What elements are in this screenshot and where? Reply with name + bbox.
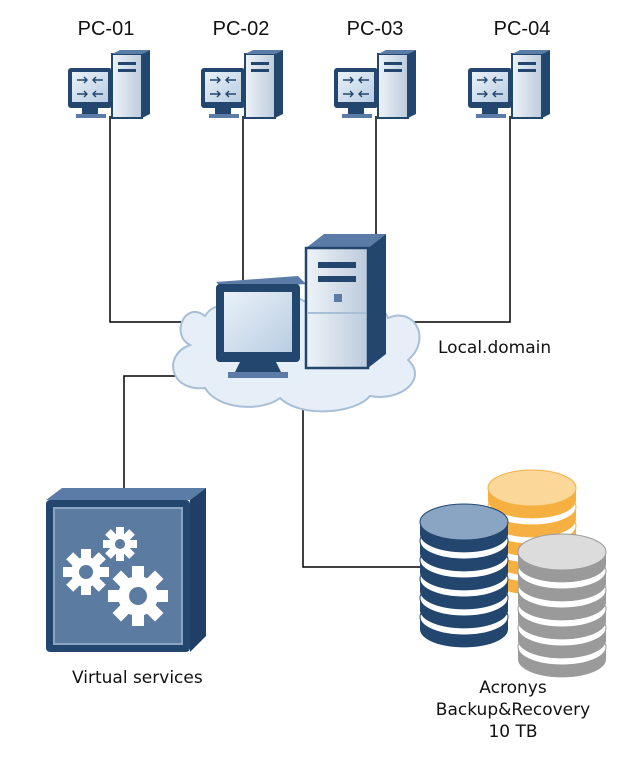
server-tower — [304, 234, 386, 370]
storage-label: Acronys Backup&Recovery 10 TB — [413, 677, 613, 743]
disk-stack-navy — [419, 503, 509, 648]
server-icon — [216, 234, 386, 378]
pc-tower — [111, 50, 150, 119]
storage-label-line2: Backup&Recovery — [435, 700, 591, 720]
pc-04-label: PC-04 — [493, 18, 551, 40]
storage-label-line1: Acronys — [479, 678, 547, 698]
server-monitor — [216, 276, 306, 378]
pc-02-label: PC-02 — [212, 18, 270, 40]
link-storage — [302, 410, 420, 568]
database-icon — [419, 469, 607, 678]
gear-small — [103, 527, 137, 561]
gear-large — [108, 566, 168, 626]
connectors — [109, 116, 511, 568]
link-pc-01 — [109, 116, 200, 323]
gear-medium — [63, 549, 109, 595]
pc-01-label: PC-01 — [77, 18, 135, 40]
storage-label-line3: 10 TB — [488, 722, 538, 742]
gears-icon — [46, 488, 206, 652]
pc-monitor — [201, 68, 245, 118]
pc-02-icon — [201, 50, 283, 119]
server-label: Local.domain — [438, 338, 552, 358]
pc-03-icon — [334, 50, 416, 119]
virtual-services-label: Virtual services — [72, 668, 203, 688]
pc-03-label: PC-03 — [346, 18, 404, 40]
disk-stack-silver — [517, 533, 607, 678]
pc-monitor — [68, 68, 112, 118]
pc-monitor — [468, 68, 512, 118]
pc-monitor — [334, 68, 378, 118]
pc-tower — [244, 50, 283, 119]
pc-tower — [377, 50, 416, 119]
pc-04-icon — [468, 50, 550, 119]
pc-01-icon — [68, 50, 150, 119]
link-virtual — [123, 375, 190, 500]
link-pc-04 — [398, 116, 511, 323]
pc-tower — [511, 50, 550, 119]
